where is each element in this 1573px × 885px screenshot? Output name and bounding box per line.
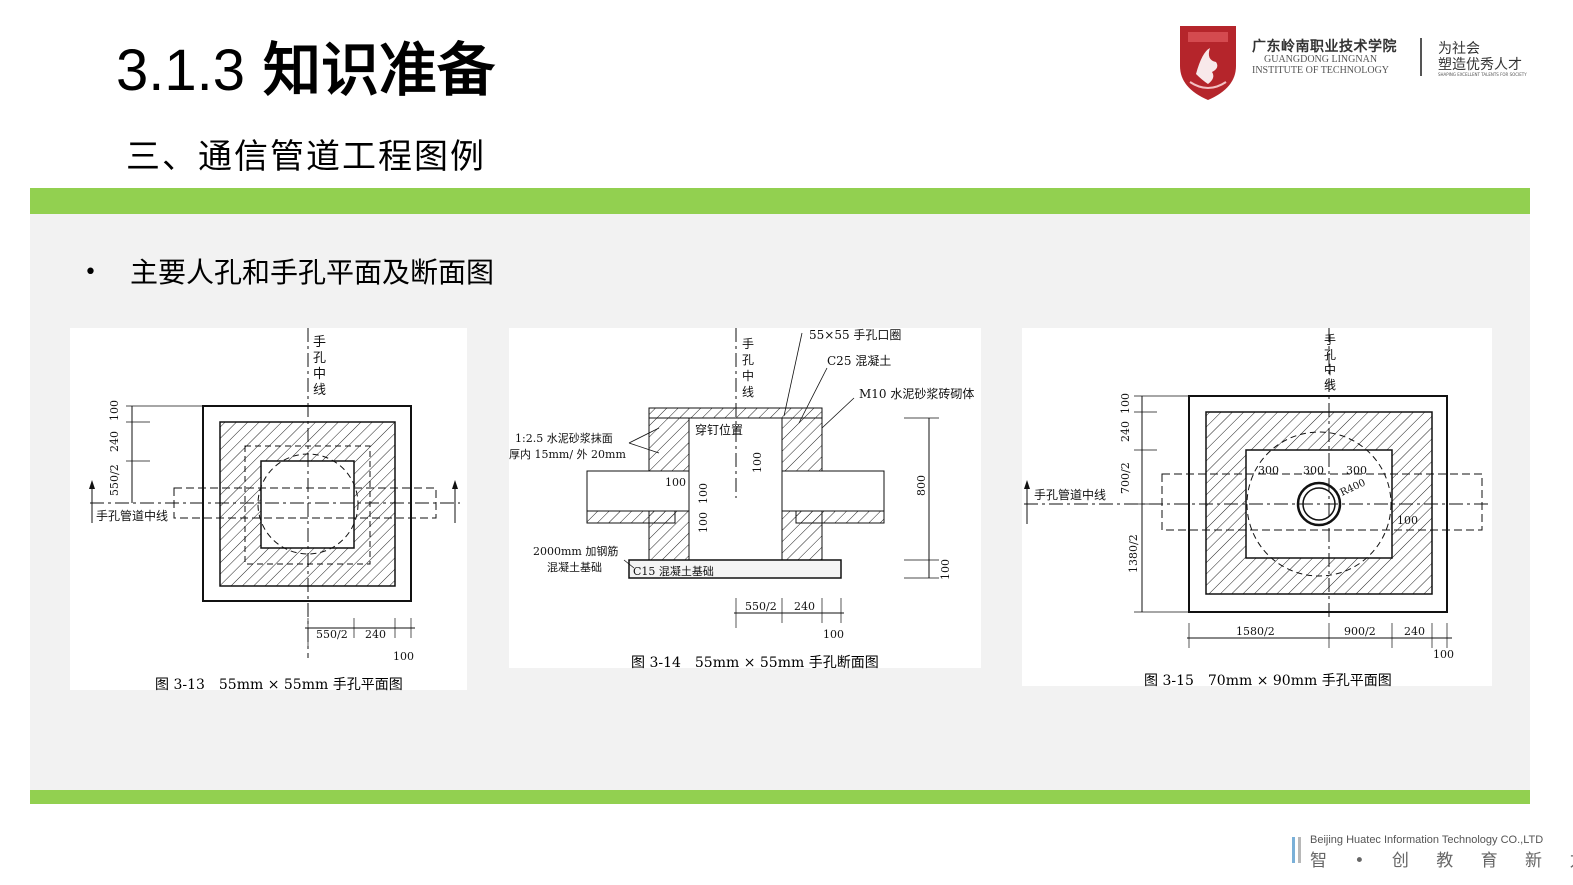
label-plaster-line1: 1:2.5 水泥砂浆抹面: [515, 431, 613, 445]
centerline-v-char: 手: [1324, 333, 1336, 347]
dim-100: 100: [697, 512, 710, 533]
centerline-v-char: 手: [313, 335, 326, 350]
dim-100: 100: [1397, 514, 1418, 527]
centerline-v-char: 孔: [313, 351, 326, 366]
label-nail-position: 穿钉位置: [695, 422, 743, 437]
top-accent-band: [30, 188, 1530, 214]
dim-bottom-240: 240: [365, 628, 386, 641]
label-rebar-line1: 2000mm 加钢筋: [533, 544, 618, 558]
centerline-v-char: 中: [313, 367, 326, 382]
centerline-v-char: 中: [1324, 362, 1336, 377]
dim-100: 100: [665, 476, 686, 489]
dim-800: 800: [915, 475, 928, 496]
dim-bottom-100: 100: [1433, 648, 1454, 661]
section-number: 3.1.3: [116, 38, 245, 103]
dim-100: 100: [939, 559, 952, 580]
logo-divider: [1420, 38, 1422, 76]
footer-accent-bar: [1292, 837, 1295, 863]
dim-bottom-1580-2: 1580/2: [1236, 625, 1275, 638]
figure-caption: 图 3-13 55mm × 55mm 手孔平面图: [155, 677, 403, 693]
footer-slogan: 智 • 创 教 育 新 力 量: [1310, 851, 1573, 871]
hand-hole-plan-drawing: 手 孔 中 线 手孔管道中线 100 240 700/2 1380/2 300 …: [1024, 328, 1490, 661]
dim-300: 300: [1346, 464, 1367, 477]
dim-100: 100: [108, 400, 121, 421]
dim-bottom-550-2: 550/2: [745, 600, 777, 613]
dim-300: 300: [1258, 464, 1279, 477]
hand-hole-section-drawing: 手 孔 中 线 55×55 手孔口圈 C25 混凝土 M10 水泥砂浆砖砌体 1…: [509, 328, 974, 641]
dim-100: 100: [751, 452, 764, 473]
label-c15: C15 混凝土基础: [633, 564, 714, 578]
subtitle: 三、通信管道工程图例: [126, 137, 486, 177]
logo-slogan-en: SHAPING EXCELLENT TALENTS FOR SOCIETY: [1438, 72, 1527, 77]
dim-300: 300: [1303, 464, 1324, 477]
dim-bottom-550-2: 550/2: [316, 628, 348, 641]
centerline-v-char: 线: [742, 385, 754, 399]
footer-accent-bar: [1298, 837, 1301, 863]
figure-caption: 图 3-15 70mm × 90mm 手孔平面图: [1144, 673, 1392, 689]
centerline-v-char: 中: [742, 368, 754, 383]
bottom-accent-band: [30, 790, 1530, 804]
centerline-v-char: 手: [742, 337, 754, 351]
label-rebar-line2: 混凝土基础: [547, 560, 602, 574]
dim-1380-2: 1380/2: [1127, 534, 1140, 573]
centerline-v-char: 孔: [1324, 348, 1336, 362]
college-logo-shield-icon: [1176, 22, 1240, 102]
centerline-v-char: 线: [1324, 378, 1336, 392]
college-name-cn: 广东岭南职业技术学院: [1252, 39, 1397, 55]
centerline-h-label: 手孔管道中线: [1034, 487, 1106, 502]
bullet-marker: •: [84, 260, 97, 285]
dim-bottom-240: 240: [794, 600, 815, 613]
dim-240: 240: [108, 431, 121, 452]
college-name-en-line1: GUANGDONG LINGNAN: [1264, 54, 1378, 65]
dim-240: 240: [1119, 421, 1132, 442]
logo-slogan-line1: 为社会: [1438, 41, 1480, 57]
centerline-h-label: 手孔管道中线: [96, 508, 168, 523]
logo-slogan-line2: 塑造优秀人才: [1438, 57, 1522, 73]
centerline-v-char: 孔: [742, 353, 754, 367]
section-title: 知识准备: [263, 36, 496, 104]
bullet-text: 主要人孔和手孔平面及断面图: [130, 256, 495, 289]
figure-3-14: 手 孔 中 线 55×55 手孔口圈 C25 混凝土 M10 水泥砂浆砖砌体 1…: [509, 328, 981, 671]
label-c25: C25 混凝土: [827, 353, 891, 368]
label-plaster-line2: 厚内 15mm/ 外 20mm: [509, 447, 626, 461]
dim-100: 100: [1119, 393, 1132, 414]
dim-100: 100: [697, 483, 710, 504]
figure-caption: 图 3-14 55mm × 55mm 手孔断面图: [631, 655, 879, 671]
slide-title: 3.1.3 知识准备: [116, 30, 495, 111]
figure-3-15: 手 孔 中 线 手孔管道中线 100 240 700/2 1380/2 300 …: [1022, 328, 1492, 689]
dim-700-2: 700/2: [1119, 462, 1132, 494]
label-ring: 55×55 手孔口圈: [809, 328, 901, 342]
college-name-en-line2: INSTITUTE OF TECHNOLOGY: [1252, 65, 1390, 76]
dim-bottom-100: 100: [393, 650, 414, 663]
figure-3-13: 手 孔 中 线 手孔管道中线 100 240 550/2 550/2 240 1…: [70, 328, 467, 693]
dim-bottom-900-2: 900/2: [1344, 625, 1376, 638]
dim-550-2: 550/2: [108, 464, 121, 496]
hand-hole-plan-drawing: 手 孔 中 线 手孔管道中线 100 240 550/2 550/2 240 1…: [89, 328, 460, 663]
footer-company-name: Beijing Huatec Information Technology CO…: [1310, 834, 1544, 846]
dim-bottom-240: 240: [1404, 625, 1425, 638]
label-m10: M10 水泥砂浆砖砌体: [859, 386, 974, 401]
centerline-v-char: 线: [313, 383, 326, 398]
dim-bottom-100: 100: [823, 628, 844, 641]
